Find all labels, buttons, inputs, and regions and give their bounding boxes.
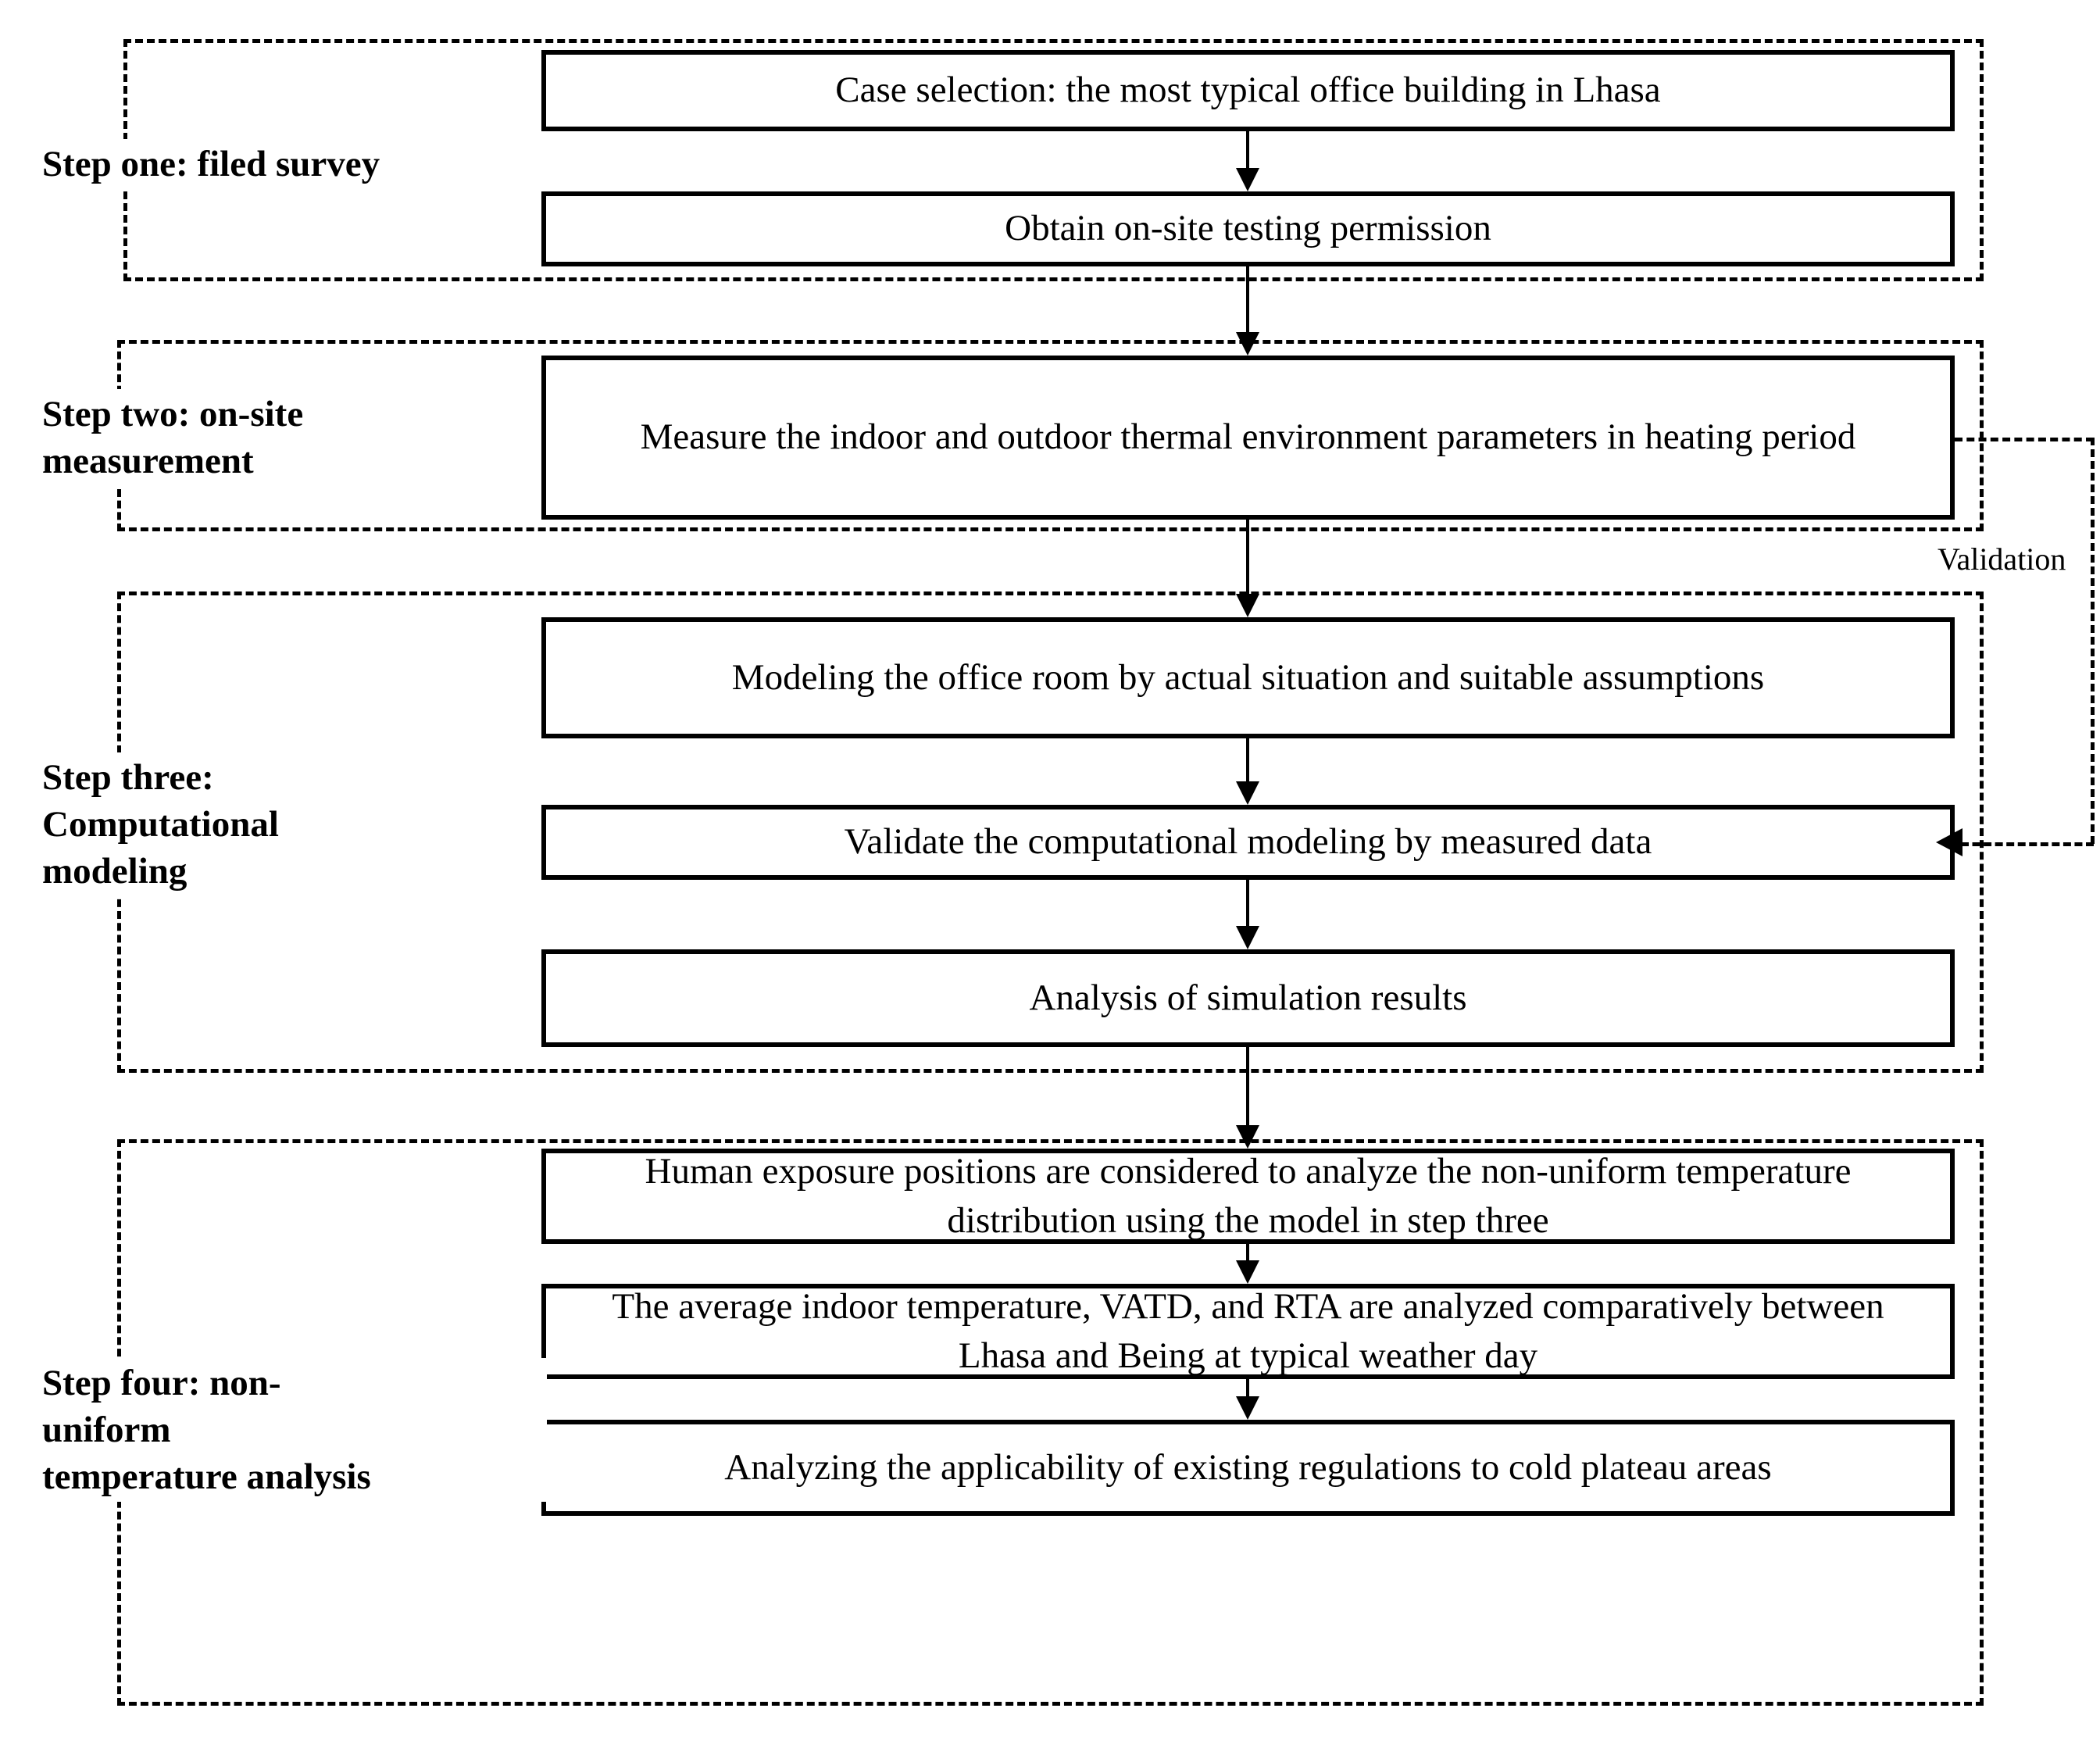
validation-loop-bottom-segment xyxy=(1961,842,2094,846)
box-average-temperature: The average indoor temperature, VATD, an… xyxy=(541,1284,1955,1379)
box-case-selection: Case selection: the most typical office … xyxy=(541,50,1955,131)
box-human-exposure: Human exposure positions are considered … xyxy=(541,1149,1955,1244)
box-obtain-permission-text: Obtain on-site testing permission xyxy=(1005,208,1491,249)
box-applicability-regulations-text: Analyzing the applicability of existing … xyxy=(724,1446,1772,1488)
validation-loop-top-segment xyxy=(1955,438,2094,441)
box-average-temperature-text: The average indoor temperature, VATD, an… xyxy=(612,1285,1884,1376)
box-obtain-permission: Obtain on-site testing permission xyxy=(541,191,1955,266)
box-analysis-simulation-text: Analysis of simulation results xyxy=(1029,977,1467,1018)
box-validate-modeling-text: Validate the computational modeling by m… xyxy=(844,821,1652,863)
box-measure-parameters: Measure the indoor and outdoor thermal e… xyxy=(541,356,1955,520)
validation-loop-arrowhead xyxy=(1936,828,1962,856)
box-human-exposure-text: Human exposure positions are considered … xyxy=(645,1150,1852,1241)
validation-loop-right-segment xyxy=(2091,438,2095,844)
box-modeling-office-room: Modeling the office room by actual situa… xyxy=(541,617,1955,738)
step-one-label: Step one: filed survey xyxy=(38,139,531,190)
validation-loop-label: Validation xyxy=(1936,541,2068,577)
step-two-label: Step two: on-site measurement xyxy=(38,389,531,487)
box-applicability-regulations: Analyzing the applicability of existing … xyxy=(541,1420,1955,1516)
step-three-label: Step three: Computational modeling xyxy=(38,752,531,897)
box-measure-parameters-text: Measure the indoor and outdoor thermal e… xyxy=(640,416,1856,458)
box-modeling-office-room-text: Modeling the office room by actual situa… xyxy=(731,656,1765,698)
box-validate-modeling: Validate the computational modeling by m… xyxy=(541,805,1955,880)
box-analysis-simulation: Analysis of simulation results xyxy=(541,949,1955,1047)
box-case-selection-text: Case selection: the most typical office … xyxy=(835,70,1661,111)
step-four-label: Step four: non- uniform temperature anal… xyxy=(38,1358,547,1503)
